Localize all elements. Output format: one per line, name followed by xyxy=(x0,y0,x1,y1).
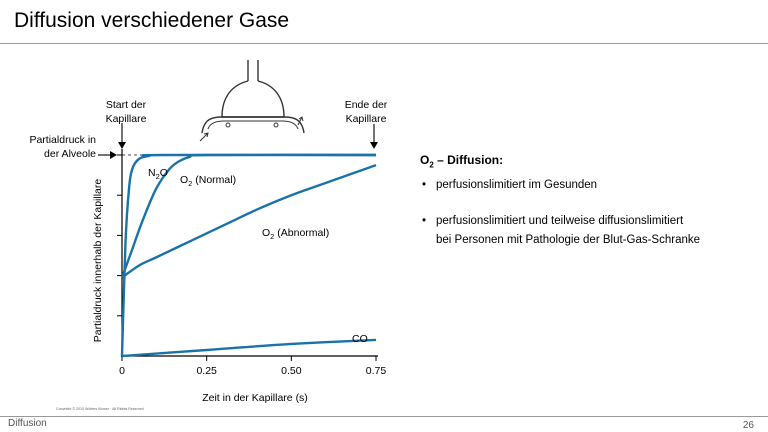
alveole-arrow-icon xyxy=(110,151,117,159)
n2o-label: N2O xyxy=(148,167,168,181)
red-cell-icon xyxy=(273,122,279,128)
end-capillary-label: Ende der xyxy=(345,99,388,111)
x-tick-label: 0.50 xyxy=(281,365,302,377)
x-tick-label: 0.25 xyxy=(196,365,217,377)
copyright-note: Copyright © 2010 Wolters Kluwer · All Ri… xyxy=(56,407,144,410)
slide-title: Diffusion verschiedener Gase xyxy=(14,9,290,32)
alveolar-pressure-label: Partialdruck in xyxy=(29,134,96,146)
footer-divider xyxy=(0,416,768,417)
alveolus-outline xyxy=(221,80,285,118)
note-title: O2 – Diffusion: xyxy=(420,153,504,170)
alveolar-pressure-label-line2: der Alveole xyxy=(44,148,96,160)
footer-section-label: Diffusion xyxy=(8,418,47,429)
end-capillary-label-line2: Kapillare xyxy=(346,113,387,125)
o2-normal-label: O2 (Normal) xyxy=(180,174,236,188)
series-o2-abnormal-line xyxy=(121,163,377,279)
airway-tube xyxy=(247,60,259,81)
capillary-outer xyxy=(201,116,305,134)
note-bullet-list: perfusionslimitiert im Gesunden perfusio… xyxy=(420,176,760,250)
series-co-line xyxy=(121,338,377,358)
note-bullet-2: perfusionslimitiert und teilweise diffus… xyxy=(420,212,760,250)
title-divider xyxy=(0,43,768,44)
o2-diffusion-notes: O2 – Diffusion: perfusionslimitiert im G… xyxy=(420,151,760,267)
capillary-inner xyxy=(207,120,299,130)
note-bullet-1: perfusionslimitiert im Gesunden xyxy=(420,176,760,195)
o2-abnormal-label: O2 (Abnormal) xyxy=(262,227,329,241)
x-tick-label: 0 xyxy=(119,365,125,377)
y-axis-label: Partialdruck innerhalb der Kapillare xyxy=(92,179,104,343)
flow-arrow-icon xyxy=(297,116,304,126)
start-arrow-icon xyxy=(118,142,126,149)
page-number: 26 xyxy=(742,420,754,431)
x-tick-label: 0.75 xyxy=(366,365,387,377)
x-axis-label: Zeit in der Kapillare (s) xyxy=(202,392,308,404)
series-o2-normal-line xyxy=(120,153,377,279)
co-label: CO xyxy=(352,333,368,345)
start-capillary-label: Start der xyxy=(106,99,147,111)
flow-arrow-icon xyxy=(199,132,209,142)
red-cell-icon xyxy=(225,122,231,128)
end-arrow-icon xyxy=(370,142,378,149)
start-capillary-label-line2: Kapillare xyxy=(106,113,147,125)
